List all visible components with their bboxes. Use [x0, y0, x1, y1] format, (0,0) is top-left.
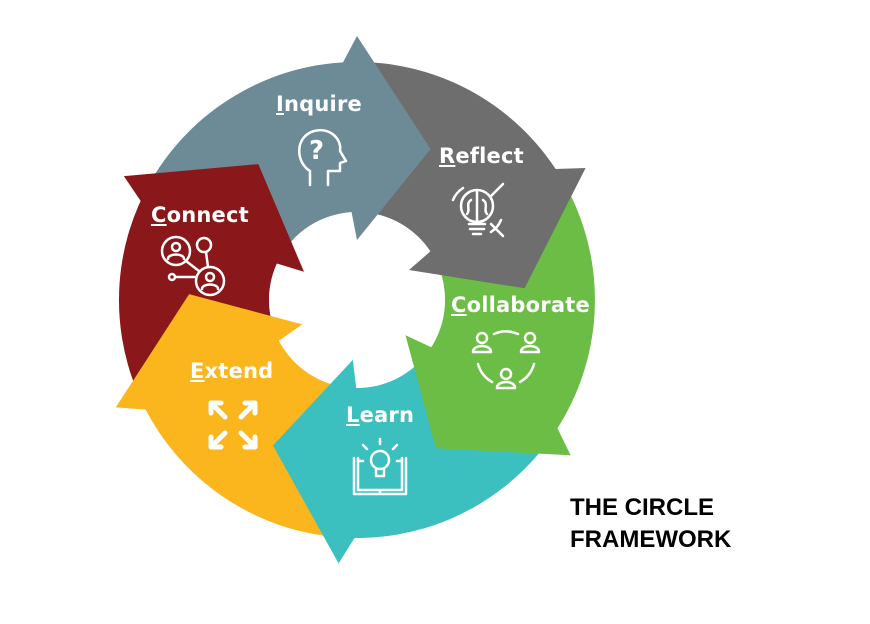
stage-label-connect: Connect: [151, 203, 249, 227]
arrowhead-inquire: [340, 36, 431, 240]
stage-label-inquire: Inquire: [276, 92, 362, 116]
stage-label-extend: Extend: [190, 359, 274, 383]
head-question-icon: ?: [298, 128, 348, 187]
expand-arrows-icon: [208, 400, 258, 450]
stage-label-collaborate: Collaborate: [451, 293, 590, 317]
center-hole: [269, 212, 445, 388]
arrowhead-connect: [123, 164, 305, 272]
arrowhead-collaborate: [405, 335, 571, 456]
svg-text:?: ?: [309, 136, 324, 166]
group-people-icon: [471, 330, 541, 390]
arrowhead-learn: [273, 359, 357, 564]
lightbulb-book-icon: [352, 437, 408, 496]
title-line-1: THE CIRCLE: [570, 494, 714, 521]
stage-label-reflect: Reflect: [439, 144, 524, 168]
title-line-2: FRAMEWORK: [570, 526, 732, 553]
brain-lightbulb-icon: [451, 182, 505, 238]
diagram-title: THE CIRCLE FRAMEWORK: [570, 492, 731, 556]
network-people-icon: [160, 235, 226, 297]
stage-label-learn: Learn: [346, 403, 415, 427]
arrowhead-extend: [115, 294, 303, 410]
